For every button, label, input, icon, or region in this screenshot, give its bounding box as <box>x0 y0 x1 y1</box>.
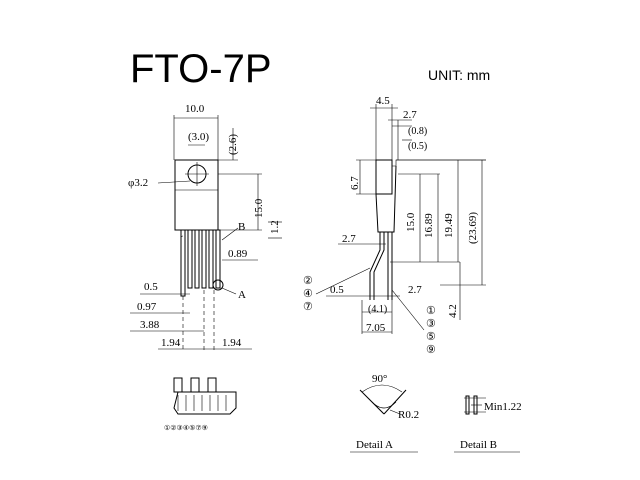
side-pin-left-2: ④ <box>303 288 313 300</box>
dim-pitch2: 3.88 <box>140 319 160 331</box>
side-pin-right-3: ⑤ <box>426 331 436 343</box>
detail-a-angle: 90° <box>372 373 387 385</box>
dim-42: 4.2 <box>447 304 459 318</box>
dim-705: 7.05 <box>366 322 386 334</box>
dim-150: 15.0 <box>405 212 417 232</box>
unit-label: UNIT: mm <box>428 67 490 83</box>
dim-lead-bend: 2.7 <box>408 284 422 296</box>
side-pin-right-1: ① <box>426 305 436 317</box>
side-pin-right-2: ③ <box>426 318 436 330</box>
dim-lead-offset: 2.7 <box>342 233 356 245</box>
dim-right-offset: 1.94 <box>222 337 242 349</box>
dim-pitch1: 0.97 <box>137 301 157 313</box>
detail-a-marker <box>212 279 224 291</box>
dim-width: 10.0 <box>185 103 205 115</box>
dim-41: (4.1) <box>368 304 387 315</box>
front-leads <box>180 229 221 297</box>
bottom-pin-numbers: ①②③④⑤⑦⑨ <box>164 424 208 432</box>
dim-05: (0.5) <box>408 141 427 152</box>
dim-lead-thick: 0.5 <box>330 284 344 296</box>
front-body <box>174 159 219 231</box>
dim-2369: (23.69) <box>467 212 479 244</box>
dim-67: 6.7 <box>349 176 361 190</box>
package-title: FTO-7P <box>130 47 272 91</box>
dim-hole-dia: φ3.2 <box>128 177 148 189</box>
dim-left-offset: 1.94 <box>161 337 181 349</box>
dim-1689: 16.89 <box>423 213 435 238</box>
side-body <box>375 165 397 233</box>
dim-1949: 19.49 <box>443 213 455 238</box>
dim-thickness: 4.5 <box>376 95 390 107</box>
detail-a: 90° R0.2 Detail A <box>350 373 419 453</box>
label-b: B <box>238 221 245 233</box>
side-lead-left <box>369 232 381 300</box>
side-pin-right-4: ⑨ <box>426 344 436 356</box>
side-pin-left-3: ⑦ <box>303 301 313 313</box>
detail-a-caption: Detail A <box>356 439 393 451</box>
side-pin-left-1: ② <box>303 275 313 287</box>
detail-b-min: Min1.22 <box>484 401 522 413</box>
front-view: 10.0 (3.0) (2.6) φ3.2 15.0 1.2 B <box>128 103 282 352</box>
detail-a-radius: R0.2 <box>398 409 419 421</box>
dim-tab-b: 1.2 <box>269 220 281 234</box>
dim-pin-width: 0.5 <box>144 281 158 293</box>
bottom-body <box>173 391 237 415</box>
side-tab <box>375 159 393 195</box>
bottom-view: ①②③④⑤⑦⑨ <box>164 377 237 432</box>
detail-b: Min1.22 Detail B <box>454 395 522 453</box>
dim-08: (0.8) <box>408 126 427 137</box>
dim-hole-top: (2.6) <box>227 134 239 155</box>
dim-gap: 0.89 <box>228 248 248 260</box>
dim-tab: 2.7 <box>403 109 417 121</box>
dim-body-height: 15.0 <box>253 198 265 218</box>
dim-hole-spacing: (3.0) <box>188 131 209 143</box>
side-view: 4.5 2.7 (0.8) (0.5) 6.7 15.0 16.89 19.49… <box>303 95 486 356</box>
label-a: A <box>238 289 246 301</box>
detail-b-caption: Detail B <box>460 439 497 451</box>
